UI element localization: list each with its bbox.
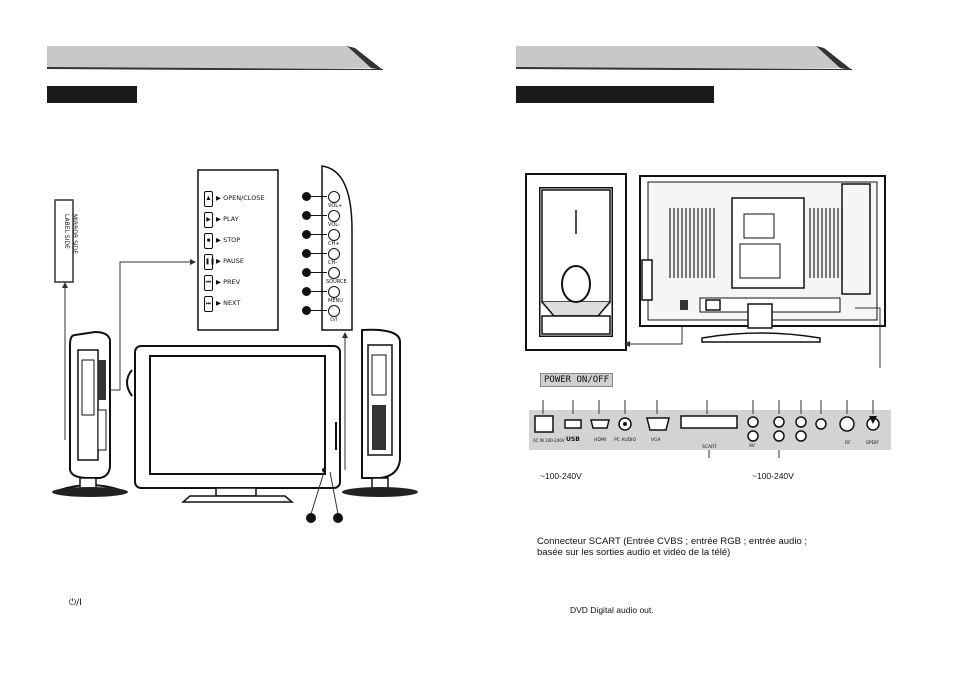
port-scart: SCART [702, 445, 717, 450]
port-vga: VGA [651, 438, 661, 443]
port-rf: RF [845, 441, 851, 446]
connector-panel [529, 400, 891, 458]
port-hdmi: HDMI [594, 438, 607, 443]
next-icon: ⏭ [204, 296, 213, 312]
voltage-left: ~100-240V [540, 471, 582, 481]
voltage-right: ~100-240V [752, 471, 794, 481]
play-icon: ▶ [204, 212, 213, 228]
left-header-banner [47, 46, 383, 70]
power-symbol-note: ⏻/I [69, 598, 82, 608]
prev-icon: ⏮ [204, 275, 213, 291]
eject-icon: ▲ [204, 191, 213, 207]
port-usb: USB [566, 436, 580, 443]
left-section-bar [47, 86, 137, 103]
right-section-bar [516, 86, 714, 103]
stop-icon: ■ [204, 233, 213, 249]
scart-note: Connecteur SCART (Entrée CVBS ; entrée R… [537, 536, 808, 558]
power-on-off-label: POWER ON/OFF [540, 373, 614, 387]
tv-rear-diagram [525, 173, 886, 368]
disc-label-side: LABEL SIDE MIRROR SIDE [63, 214, 78, 255]
tv-front-diagram [52, 165, 418, 523]
port-av: AV [749, 444, 755, 449]
port-ac-in: AC IN 100-240V [533, 438, 565, 443]
right-header-banner [516, 46, 852, 70]
port-spdif: SPDIF [866, 441, 879, 446]
spdif-note: DVD Digital audio out. [570, 605, 654, 615]
pause-icon: ❚❚ [204, 254, 215, 270]
port-pc-audio: PC AUDIO [614, 438, 636, 443]
